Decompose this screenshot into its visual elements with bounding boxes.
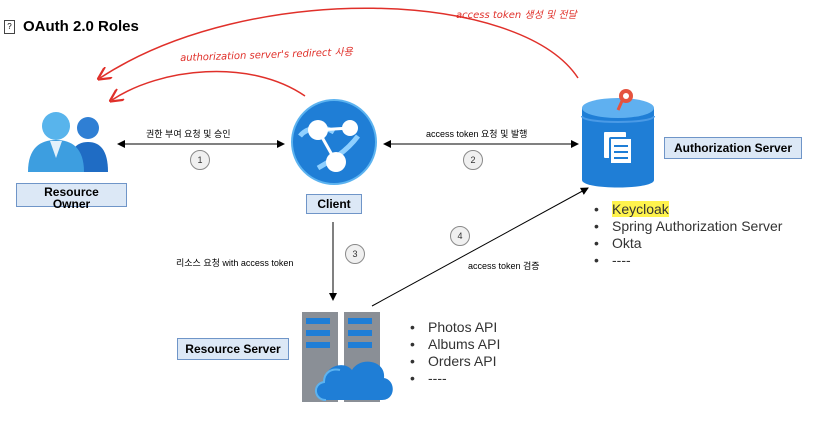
redirect-curve	[112, 70, 306, 100]
list-item: •Photos API	[410, 319, 498, 335]
client-app-icon	[291, 99, 377, 185]
flow-label-resource-auth: access token 검증	[468, 261, 540, 271]
list-item-text: Okta	[612, 235, 642, 251]
resource-owner-label-line2: Owner	[52, 197, 91, 211]
token-annotation: access token 생성 및 전달	[456, 10, 577, 21]
step-3-badge: 3	[345, 244, 365, 264]
list-item-text: Spring Authorization Server	[612, 218, 783, 234]
resource-server-icon	[302, 312, 393, 402]
list-item: •Spring Authorization Server	[594, 218, 783, 234]
step-4-badge: 4	[450, 226, 470, 246]
auth-server-examples-list: •Keycloak •Spring Authorization Server •…	[594, 201, 782, 269]
list-item: •----	[410, 370, 447, 386]
step-2-badge: 2	[463, 150, 483, 170]
resource-owner-icon	[28, 112, 108, 172]
list-item: •Okta	[594, 235, 642, 251]
flow-label-owner-client: 권한 부여 요청 및 승인	[146, 129, 231, 139]
list-item: •Albums API	[410, 336, 501, 352]
token-curve	[100, 7, 579, 78]
list-item-text: Orders API	[428, 353, 497, 369]
resource-owner-label-line1: Resource	[44, 185, 99, 199]
list-item-text: ----	[428, 370, 447, 386]
list-item-text: Keycloak	[612, 201, 669, 217]
step-1-badge: 1	[190, 150, 210, 170]
resource-server-label: Resource Server	[177, 338, 289, 360]
list-item: •Keycloak	[594, 201, 669, 217]
list-item-text: Photos API	[428, 319, 498, 335]
list-item: •----	[594, 252, 631, 268]
arrow-resource-auth	[371, 187, 589, 307]
list-item: •Orders API	[410, 353, 497, 369]
resource-server-apis-list: •Photos API •Albums API •Orders API •---…	[410, 319, 500, 387]
page-title: ? OAuth 2.0 Roles	[4, 18, 139, 35]
flow-label-client-resource: 리소스 요청 with access token	[176, 258, 294, 268]
resource-owner-label: Resource Owner	[16, 183, 127, 211]
missing-glyph-icon: ?	[4, 19, 15, 34]
flow-label-client-auth: access token 요청 및 발행	[426, 129, 528, 139]
list-item-text: Albums API	[428, 336, 501, 352]
authorization-server-icon	[581, 89, 655, 188]
client-label: Client	[306, 194, 362, 214]
title-text: OAuth 2.0 Roles	[23, 18, 139, 35]
list-item-text: ----	[612, 252, 631, 268]
authorization-server-label: Authorization Server	[664, 137, 802, 159]
